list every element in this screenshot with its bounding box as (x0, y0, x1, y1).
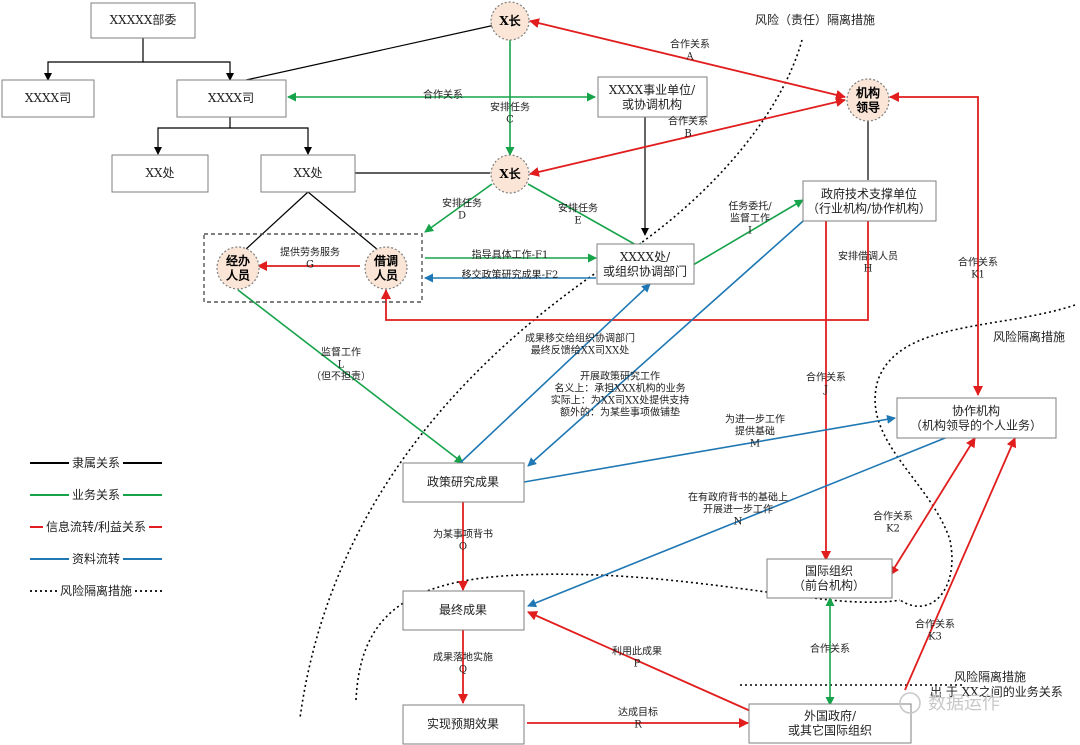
node-foreign-gov[interactable]: 外国政府/或其它国际组织 (748, 703, 912, 744)
svg-text:XX处: XX处 (145, 166, 174, 180)
material-lines (424, 205, 961, 608)
node-ministry[interactable]: XXXXX部委 (90, 2, 196, 39)
legend-item: 业务关系 (30, 487, 162, 502)
svg-text:XX处: XX处 (293, 166, 322, 180)
svg-text:经办人员: 经办人员 (226, 253, 250, 282)
legend-label: 资料流转 (72, 551, 120, 566)
staff-group-frame (203, 233, 423, 303)
svg-text:XXXXX部委: XXXXX部委 (110, 12, 177, 27)
edge-label-F1: 指导具体工作-F1 (472, 248, 549, 261)
svg-text:实现预期效果: 实现预期效果 (427, 716, 499, 731)
svg-text:借调人员: 借调人员 (373, 253, 398, 282)
info-lines (257, 18, 1016, 728)
legend-label: 业务关系 (72, 487, 120, 502)
legend-item: 资料流转 (30, 551, 162, 566)
svg-text:政府技术支撑单位（行业机构/协作机构）: 政府技术支撑单位（行业机构/协作机构） (807, 186, 931, 215)
svg-text:XXXX事业单位/或协调机构: XXXX事业单位/或协调机构 (609, 82, 696, 111)
node-gov-tech[interactable]: 政府技术支撑单位（行业机构/协作机构） (802, 180, 937, 222)
svg-text:政策研究成果: 政策研究成果 (427, 474, 499, 489)
svg-text:X长: X长 (499, 166, 521, 181)
circle-agent-staff[interactable]: 经办人员 (216, 246, 260, 290)
svg-text:XXXX处/或组织协调部门: XXXX处/或组织协调部门 (603, 250, 687, 278)
legend-item: 信息流转/利益关系 (30, 519, 162, 534)
legend-label: 风险隔离措施 (60, 583, 132, 598)
edge-label-coop-bottom: 合作关系 (810, 642, 850, 655)
svg-text:数据运作: 数据运作 (928, 693, 1000, 714)
svg-text:最终成果: 最终成果 (439, 602, 487, 617)
risk-boundary-right (874, 304, 1076, 607)
circle-seconded-staff[interactable]: 借调人员 (364, 246, 408, 290)
risk-boundary-top (299, 39, 803, 719)
node-div-main[interactable]: XX处 (260, 154, 356, 193)
risk-label-right: 风险隔离措施 (993, 329, 1065, 344)
node-coop-org[interactable]: 协作机构（机构领导的个人业务） (896, 397, 1057, 439)
svg-text:XXXX司: XXXX司 (208, 91, 254, 105)
legend-label: 隶属关系 (72, 456, 120, 470)
circle-x-head-mid[interactable]: X长 (490, 154, 530, 194)
annotation-research: 开展政策研究工作名义上：承担XXX机构的业务实际上：为XX司XX处提供支持额外的… (551, 370, 689, 419)
node-dept-left[interactable]: XXXX司 (1, 79, 95, 118)
edge-label-coop-mid: 合作关系 (423, 88, 463, 101)
risk-label-bottom: 风险隔离措施 (954, 669, 1026, 684)
svg-text:机构领导: 机构领导 (856, 85, 880, 114)
node-div-left[interactable]: XX处 (111, 154, 209, 193)
node-intl-org[interactable]: 国际组织（前台机构） (766, 558, 893, 599)
risk-label-top: 风险（责任）隔离措施 (755, 12, 875, 27)
svg-text:协作机构（机构领导的个人业务）: 协作机构（机构领导的个人业务） (910, 403, 1042, 432)
circle-org-leader[interactable]: 机构领导 (846, 78, 890, 122)
watermark: 数据运作 (899, 692, 1000, 714)
risk-label-bottom-partial: 出 于 XX之间的业务关系 (930, 684, 1063, 699)
edge-label-F2: 移交政策研究成果-F2 (462, 268, 559, 281)
annotation-handoff: 成果移交给组织协调部门最终反馈给XX司XX处 (525, 332, 635, 357)
circle-x-head-top[interactable]: X长 (490, 1, 530, 41)
legend-item: 风险隔离措施 (30, 583, 162, 598)
svg-text:XXXX司: XXXX司 (25, 91, 71, 105)
node-policy-result[interactable]: 政策研究成果 (402, 462, 525, 503)
node-dept-main[interactable]: XXXX司 (176, 79, 287, 118)
node-public-inst[interactable]: XXXX事业单位/或协调机构 (597, 76, 708, 118)
node-final-result[interactable]: 最终成果 (402, 590, 525, 631)
legend-item: 隶属关系 (30, 456, 162, 470)
node-coord-dept[interactable]: XXXX处/或组织协调部门 (596, 243, 695, 285)
svg-text:外国政府/或其它国际组织: 外国政府/或其它国际组织 (788, 708, 872, 737)
svg-text:X长: X长 (499, 13, 521, 28)
svg-text:国际组织（前台机构）: 国际组织（前台机构） (793, 564, 865, 592)
node-expected-effect[interactable]: 实现预期效果 (402, 704, 525, 745)
legend-label: 信息流转/利益关系 (46, 519, 146, 534)
